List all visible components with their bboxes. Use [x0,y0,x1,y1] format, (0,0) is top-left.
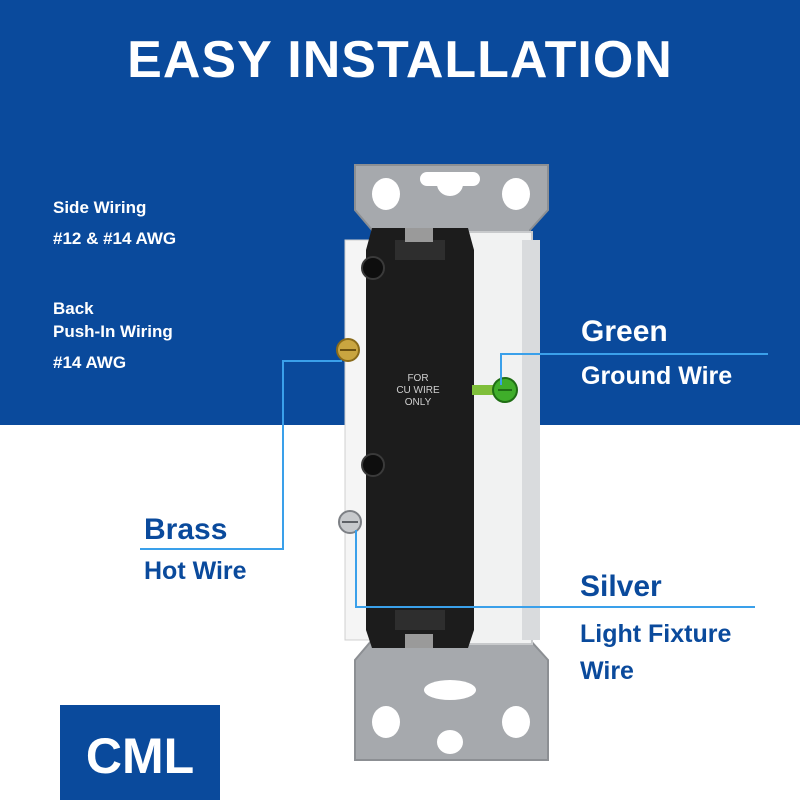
page-title: EASY INSTALLATION [127,31,673,89]
silver-leader-v [355,530,357,608]
green-label: Green [581,315,668,348]
body-label-line3: ONLY [405,397,432,408]
back-wiring-label-line1: Back [53,299,94,318]
back-wiring-label-line2: Push-In Wiring [53,322,173,341]
light-fixture-label: Light Fixture [580,620,732,648]
push-in-hole [361,453,385,477]
strap-hole [424,680,476,700]
side-wiring-awg: #12 & #14 AWG [53,229,177,248]
strap-hole [437,730,463,754]
ground-leader-h [500,353,768,355]
rocker-edge [522,240,540,640]
ground-screw-shaft [472,385,496,395]
hot-wire-label: Hot Wire [144,557,247,585]
brass-leader-foot [140,548,284,550]
side-wiring-label: Side Wiring [53,198,147,217]
strap-hole [372,706,400,738]
brand-badge: CML [60,705,220,800]
metal-clip [405,634,433,648]
ground-leader-v [500,353,502,385]
strap-hole [372,178,400,210]
strap-hole [502,178,530,210]
wire-label: Wire [580,657,634,685]
silver-label: Silver [580,570,662,603]
ground-wire-label: Ground Wire [581,362,733,390]
brass-leader-h [282,360,342,362]
strap-slot [420,172,480,186]
back-wiring-awg: #14 AWG [53,353,127,372]
brass-label: Brass [144,513,228,546]
brand-logo-text: CML [85,728,195,784]
push-in-hole [361,256,385,280]
body-label-line2: CU WIRE [396,385,440,396]
body-label-line1: FOR [407,373,428,384]
strap-hole [502,706,530,738]
brass-leader-v [282,360,284,550]
body-ridge [395,240,445,260]
silver-leader-h [355,606,755,608]
body-ridge [395,610,445,630]
metal-clip [405,228,433,242]
switch-body [366,228,474,648]
